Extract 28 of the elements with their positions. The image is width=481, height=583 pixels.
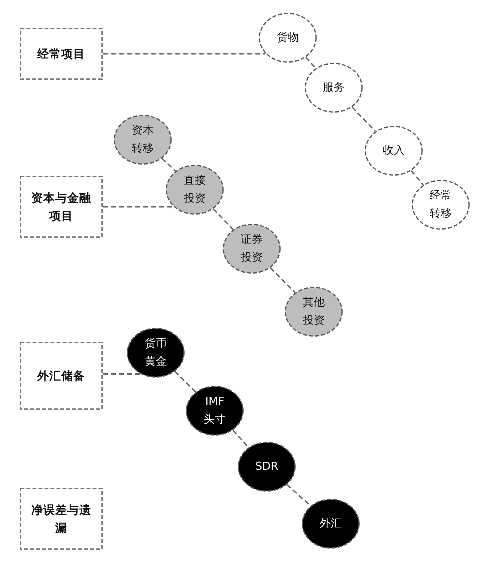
connector-line (352, 106, 376, 132)
node-label: 货物 (276, 30, 300, 46)
node-label: SDR (254, 459, 280, 476)
connector-line (410, 170, 424, 186)
node-label: 净误差与遗漏 (30, 502, 92, 537)
connector-line (103, 206, 174, 208)
node-label: 经常转移 (429, 188, 453, 222)
node-label: 资本转移 (131, 123, 155, 157)
node-label: 其他投资 (302, 295, 326, 329)
node-label: 证券投资 (240, 232, 264, 266)
node-label: 货币黄金 (144, 336, 168, 370)
node-label: 资本与金融项目 (30, 190, 92, 225)
node-label: 外汇 (319, 516, 343, 532)
node-label: 外汇储备 (36, 368, 86, 385)
node-label: 经常项目 (36, 46, 86, 63)
connector-line (232, 430, 250, 448)
node-label: 直接投资 (183, 173, 207, 207)
connector-line (103, 53, 266, 55)
node-label: 服务 (322, 80, 346, 96)
node-label: IMF头寸 (203, 394, 227, 428)
connector-line (270, 268, 296, 294)
connector-line (306, 57, 316, 69)
node-label: 收入 (382, 143, 406, 160)
connector-line (174, 371, 196, 393)
connector-line (103, 374, 141, 375)
connector-line (286, 484, 312, 507)
connector-line (213, 208, 234, 230)
connector-line (162, 158, 176, 172)
